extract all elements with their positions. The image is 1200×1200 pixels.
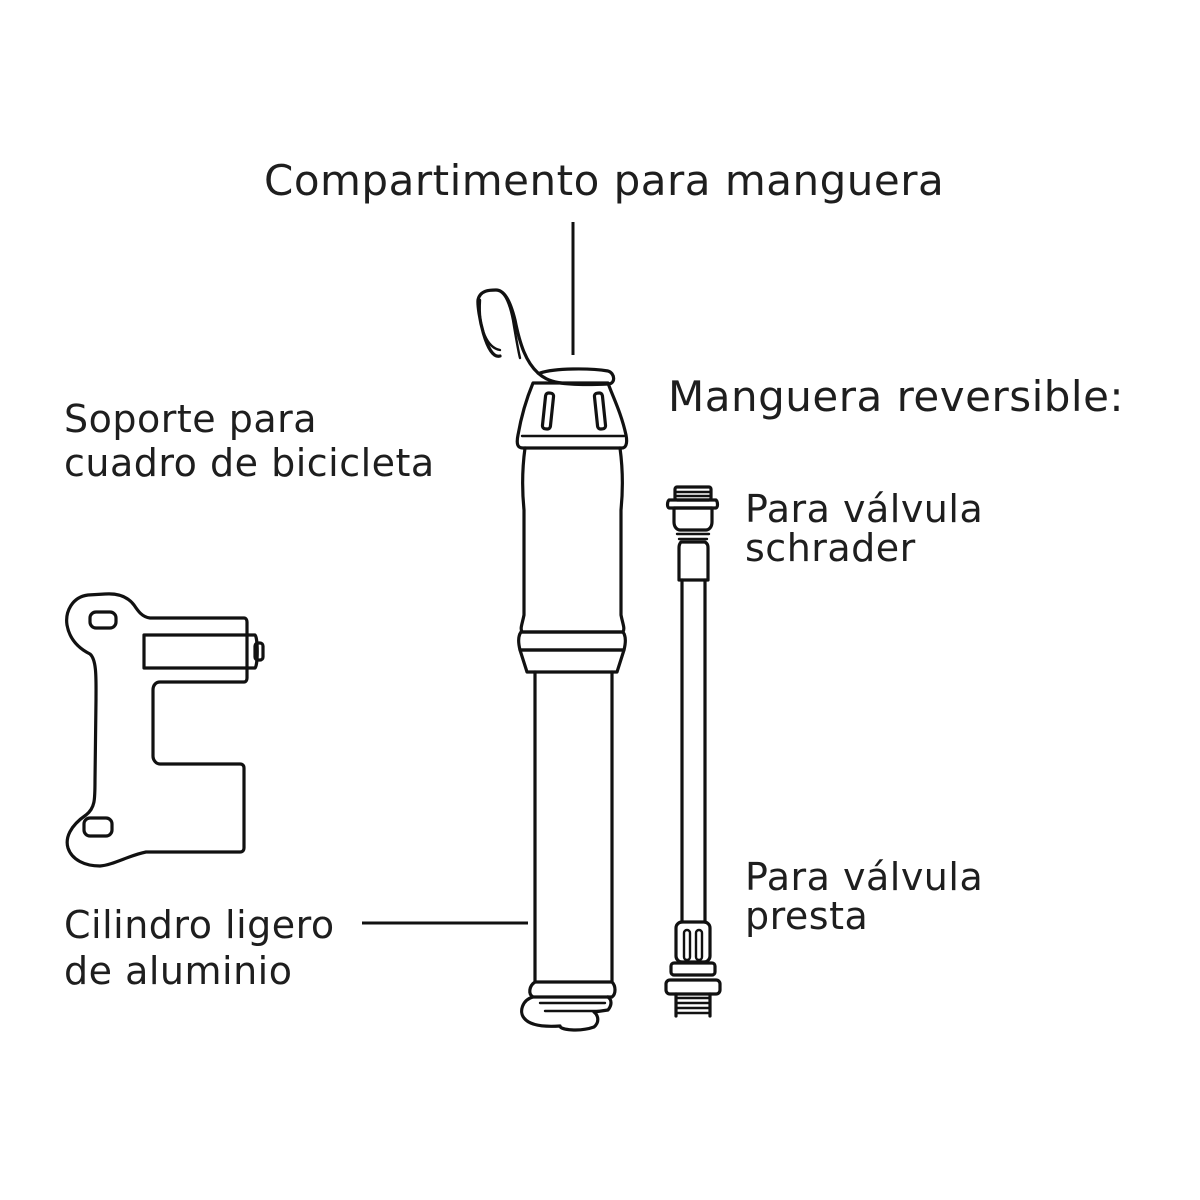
hose-compartment-label: Compartimento para manguera (264, 156, 945, 205)
presta-label-line2: presta (745, 894, 869, 938)
frame-mount-label-line1: Soporte para (64, 397, 318, 441)
frame-mount-label-line2: cuadro de bicicleta (64, 441, 435, 485)
frame-mount-bracket-icon (65, 592, 265, 868)
cylinder-label-line2: de aluminio (64, 949, 293, 993)
cylinder-label-line1: Cilindro ligero (64, 903, 335, 947)
presta-fitting-icon (664, 920, 722, 1018)
schrader-label-line2: schrader (745, 526, 916, 570)
pump-body-icon (476, 288, 629, 1032)
presta-label-line1: Para válvula (745, 855, 984, 899)
schrader-label-line1: Para válvula (745, 487, 984, 531)
reversible-hose-icon (664, 485, 722, 1018)
schrader-fitting-icon (665, 485, 720, 582)
reversible-hose-label: Manguera reversible: (668, 372, 1125, 421)
